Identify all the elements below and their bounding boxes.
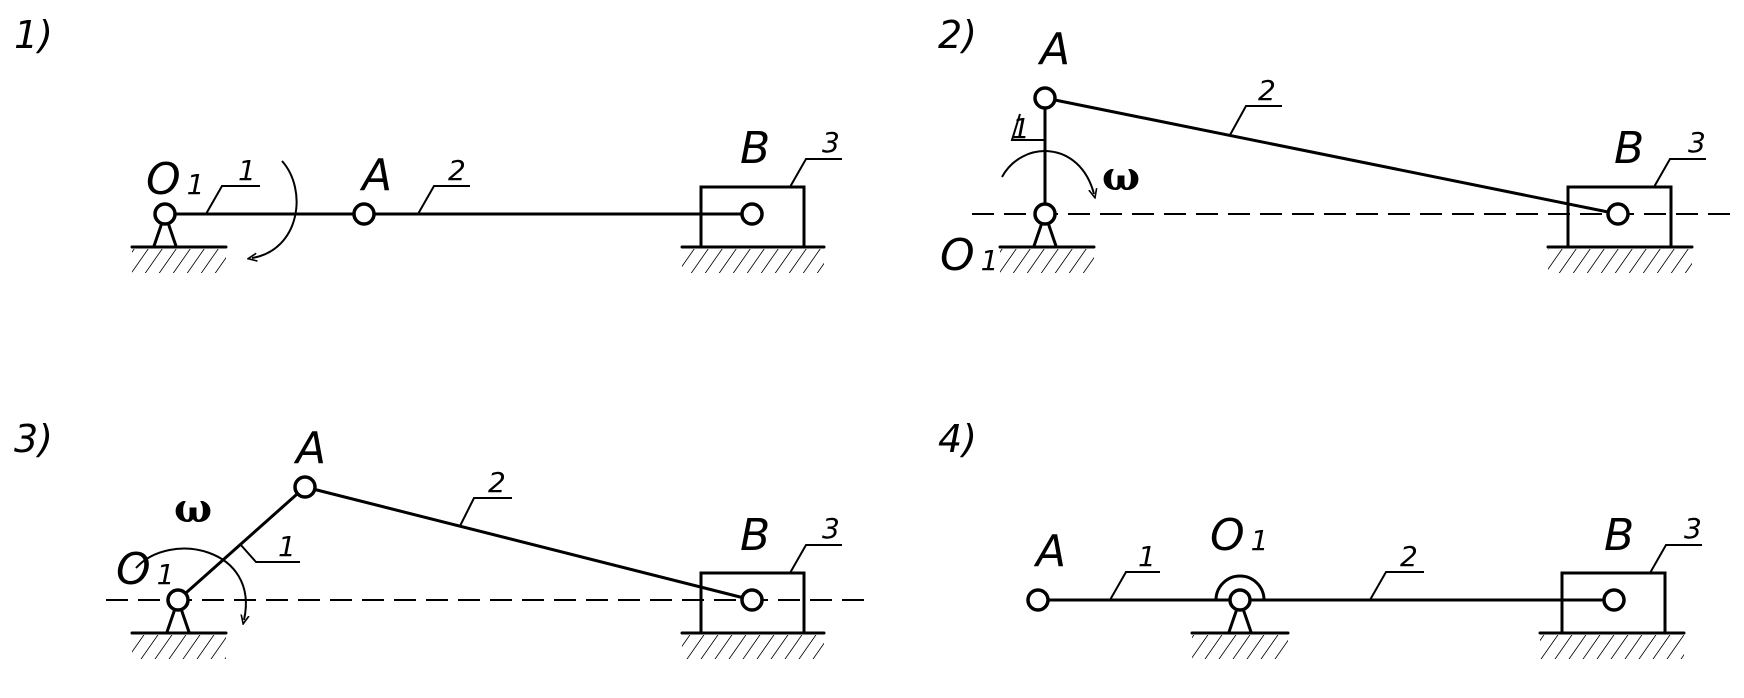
diagram-2-leader-2 bbox=[1229, 105, 1282, 136]
diagram-1-leader-1 bbox=[205, 185, 260, 215]
diagram-3-pivot-support-o1 bbox=[130, 598, 228, 659]
diagram-3-label-link-3: 3 bbox=[822, 512, 840, 545]
diagram-3-leader-1 bbox=[239, 543, 300, 563]
diagram-2-rotation-arrow bbox=[1001, 150, 1094, 194]
diagram-1-label-a: A bbox=[359, 150, 392, 201]
diagram-3-joint-b bbox=[740, 588, 764, 612]
diagram-4-label-b: B bbox=[1604, 510, 1634, 561]
diagram-2-joint-a bbox=[1033, 86, 1057, 110]
diagram-2-label-a: A bbox=[1037, 24, 1070, 75]
diagram-1-label-link-1: 1 bbox=[238, 154, 256, 187]
diagram-3-leader-3 bbox=[789, 544, 842, 574]
diagram-1-joint-b bbox=[740, 202, 764, 226]
diagram-2-label-b: B bbox=[1614, 123, 1644, 174]
diagram-3-label-b: B bbox=[740, 510, 770, 561]
diagram-4-pivot-support-o1 bbox=[1190, 598, 1290, 659]
diagram-2-leader-3 bbox=[1653, 158, 1706, 188]
diagram-3-link-1 bbox=[176, 485, 307, 602]
diagram-3-label-link-1: 1 bbox=[278, 530, 296, 563]
diagram-2-label-link-3: 3 bbox=[1688, 126, 1706, 159]
diagram-1-label-link-3: 3 bbox=[822, 126, 840, 159]
diagram-4-label-a: A bbox=[1033, 526, 1066, 577]
diagram-4-label-link-1: 1 bbox=[1138, 540, 1156, 573]
diagram-4-label-link-3: 3 bbox=[1684, 512, 1702, 545]
diagram-3-joint-o1 bbox=[166, 588, 190, 612]
diagram-1-leader-2 bbox=[417, 185, 470, 215]
diagram-2-label-link-1: 1 bbox=[1012, 112, 1030, 145]
diagram-2-number: 2) bbox=[938, 13, 977, 57]
diagram-2-joint-b bbox=[1606, 202, 1630, 226]
diagram-3-rotation-arrow bbox=[135, 547, 246, 620]
diagram-4-number: 4) bbox=[938, 417, 977, 461]
diagram-2-joint-o1 bbox=[1033, 202, 1057, 226]
diagram-2-leader-1 bbox=[1010, 113, 1045, 141]
diagram-4-slider-b bbox=[1538, 571, 1686, 659]
diagram-1-number: 1) bbox=[14, 13, 53, 57]
diagram-4-joint-o1 bbox=[1228, 588, 1252, 612]
diagram-3-number: 3) bbox=[14, 417, 53, 461]
diagram-4-label-link-2: 2 bbox=[1400, 540, 1418, 573]
diagram-3-joint-a bbox=[293, 475, 317, 499]
diagram-2-link-2 bbox=[1043, 96, 1620, 216]
diagram-1-joint-a bbox=[352, 202, 376, 226]
diagram-4-joint-o1-hub bbox=[1214, 574, 1266, 602]
diagram-3-slider-b bbox=[680, 571, 826, 659]
diagram-2-slider-b bbox=[1546, 185, 1694, 273]
diagram-1-pivot-support-o1 bbox=[130, 212, 228, 273]
diagram-3-omega-label: ω bbox=[174, 485, 212, 532]
diagram-1-slider-b bbox=[680, 185, 826, 273]
diagram-2-omega-label: ω bbox=[1102, 153, 1140, 200]
diagram-1-leader-3 bbox=[789, 158, 842, 188]
diagram-3-link-2 bbox=[303, 485, 754, 602]
diagram-4-leader-2 bbox=[1369, 571, 1424, 601]
diagram-4-leader-3 bbox=[1649, 544, 1702, 574]
diagram-4-leader-1 bbox=[1109, 571, 1160, 601]
diagram-3-leader-2 bbox=[459, 497, 512, 527]
diagram-1-joint-o1 bbox=[153, 202, 177, 226]
diagram-2-label-link-2: 2 bbox=[1258, 74, 1276, 107]
diagram-1-label-link-2: 2 bbox=[448, 154, 466, 187]
diagram-4-joint-a bbox=[1026, 588, 1050, 612]
diagram-1-rotation-arrow bbox=[252, 160, 298, 258]
diagram-3-label-link-2: 2 bbox=[488, 466, 506, 499]
diagram-1-label-b: B bbox=[740, 123, 770, 174]
diagram-3-label-a: A bbox=[293, 423, 326, 474]
diagram-4-joint-b bbox=[1602, 588, 1626, 612]
